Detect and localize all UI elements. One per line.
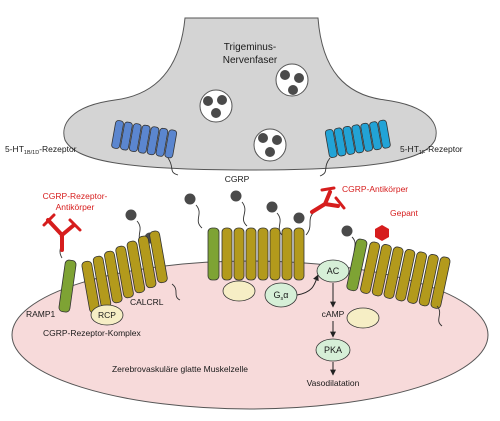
cgrp-receptor-antibody-label-line1: CGRP-Rezeptor- — [43, 191, 108, 201]
ac-label: AC — [327, 266, 340, 276]
ac-node — [316, 259, 350, 283]
cgrp-peptide-chain — [241, 201, 248, 227]
receptor-tail — [167, 157, 179, 176]
cgrp-receptor-complex-middle — [207, 211, 315, 302]
calcrl-tail — [171, 283, 181, 301]
pka-node — [315, 338, 351, 362]
cgrp-molecule — [288, 85, 298, 95]
cgrp-molecule — [211, 108, 221, 118]
cgrp-molecule — [125, 209, 137, 221]
cell-label: Zerebrovaskuläre glatte Muskelzelle — [112, 364, 248, 374]
5ht1b1d-receptor — [111, 120, 178, 159]
rcp-protein — [346, 307, 380, 329]
calcrl-label: CALCRL — [130, 297, 164, 307]
cgrp-molecule — [293, 212, 305, 224]
vasodilatation-label: Vasodilatation — [307, 378, 360, 388]
cgrp-peptide-chain — [195, 204, 203, 229]
receptor-complex-label: CGRP-Rezeptor-Komplex — [43, 328, 142, 338]
cgrp-label: CGRP — [225, 174, 250, 184]
5ht1f-receptor-label: 5-HT1F-Rezeptor — [400, 144, 463, 156]
cgrp-molecule — [230, 190, 242, 202]
cgrp-receptor-antibody-icon — [42, 213, 82, 252]
activation-arrow — [296, 274, 319, 296]
cgrp-molecule — [258, 133, 268, 143]
cgrp-molecule — [294, 73, 304, 83]
vesicle — [253, 128, 287, 162]
cgrp-peptide-chain — [276, 212, 284, 237]
ramp1-helix — [58, 259, 77, 313]
gepant-icon — [375, 225, 389, 241]
cgrp-molecule — [266, 201, 278, 213]
cgrp-receptor-complex-right — [346, 238, 451, 329]
gepant-label: Gepant — [390, 208, 419, 218]
nerve-label-line1: Trigeminus- — [224, 42, 276, 53]
cgrp-receptor-antibody-label-line2: Antikörper — [56, 202, 95, 212]
ramp1-helix — [346, 238, 368, 292]
calcrl-tail — [436, 305, 443, 327]
cgrp-receptor-complex-left — [58, 230, 181, 326]
cgrp-antibody-label: CGRP-Antikörper — [342, 184, 408, 194]
ramp1-helix — [207, 227, 220, 281]
cgrp-molecule — [184, 193, 196, 205]
cgrp-molecule — [272, 135, 282, 145]
vesicle — [275, 63, 309, 97]
g-protein-label: Gsα — [274, 290, 289, 302]
cgrp-molecule — [203, 96, 213, 106]
rcp-protein — [222, 280, 256, 302]
cgrp-molecule — [280, 70, 290, 80]
cgrp-peptide-chain — [305, 211, 315, 236]
5ht1b1d-receptor-label: 5-HT1B/1D-Rezeptor — [5, 144, 77, 156]
cgrp-antibody-icon — [310, 186, 346, 214]
g-protein-node — [264, 282, 298, 308]
pka-label: PKA — [324, 345, 342, 355]
vesicle — [199, 89, 233, 123]
cgrp-molecule — [341, 225, 353, 237]
rcp-protein — [90, 304, 124, 326]
nerve-label-line2: Nervenfaser — [223, 55, 278, 66]
receptor-tail — [319, 157, 331, 177]
5ht1f-receptor — [324, 119, 391, 158]
cgrp-molecule — [265, 147, 275, 157]
camp-label: cAMP — [322, 309, 345, 319]
ramp1-label: RAMP1 — [26, 309, 56, 319]
cgrp-molecule — [217, 95, 227, 105]
rcp-label: RCP — [98, 310, 116, 320]
